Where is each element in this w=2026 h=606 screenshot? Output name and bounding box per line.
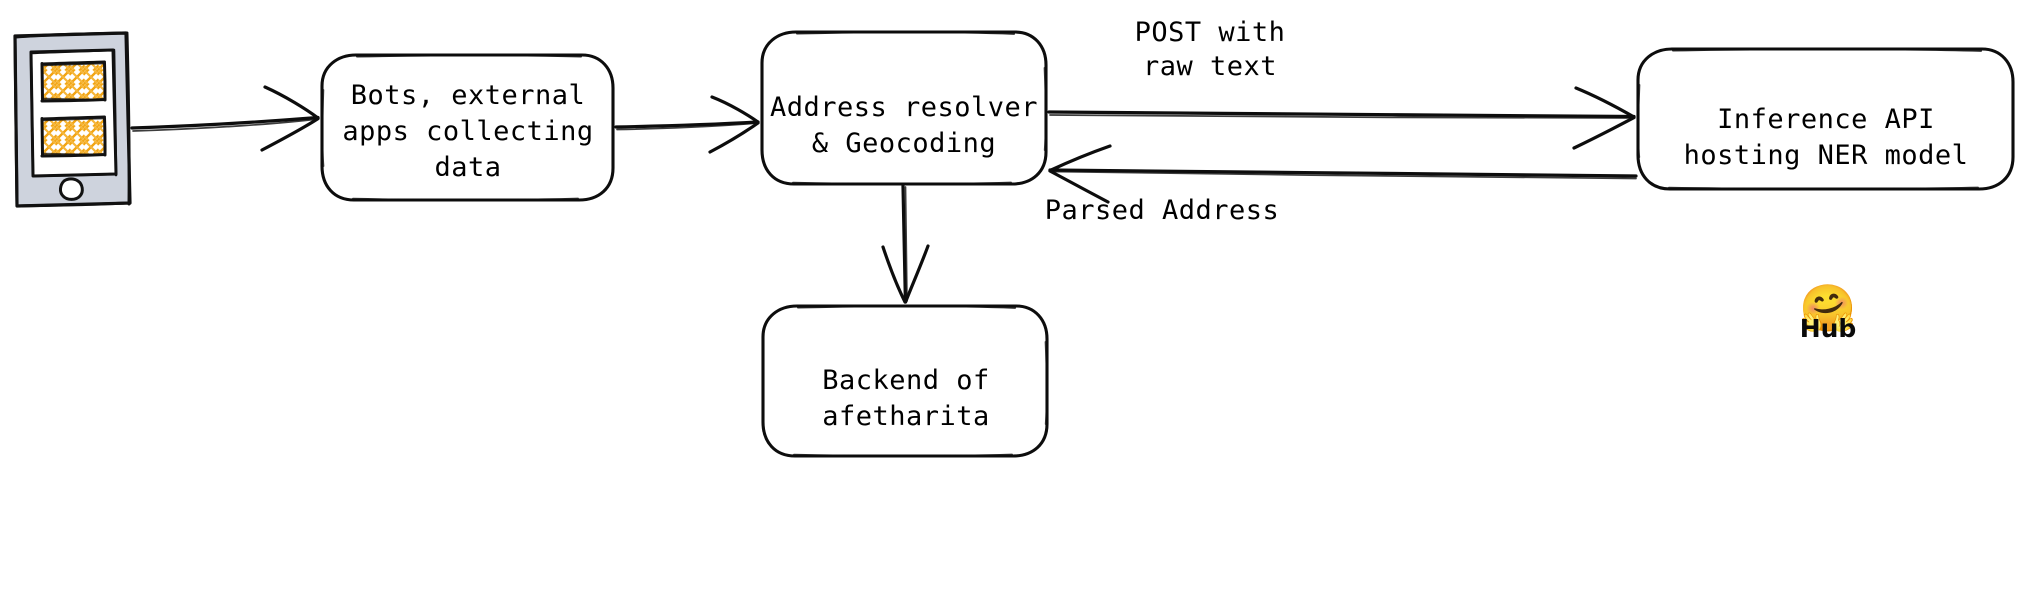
edge-bots-to-resolver bbox=[614, 95, 760, 154]
edge-inference-to-resolver bbox=[1048, 144, 1638, 204]
huggingface-hub-badge: 🤗 Hub bbox=[1768, 285, 1888, 375]
node-bots-external-apps-shape[interactable] bbox=[320, 53, 615, 202]
node-backend-afetharita-shape[interactable] bbox=[761, 304, 1049, 458]
hugging-face-emoji-icon: 🤗 bbox=[1799, 281, 1857, 335]
node-inference-api-shape[interactable] bbox=[1636, 47, 2015, 191]
edge-device-to-bots bbox=[130, 85, 320, 152]
edge-resolver-to-inference bbox=[1047, 86, 1636, 150]
node-address-resolver-shape[interactable] bbox=[760, 30, 1048, 186]
mobile-device-icon bbox=[13, 31, 132, 208]
edge-resolver-to-backend bbox=[881, 184, 930, 304]
hub-badge-label: Hub bbox=[1799, 314, 1857, 343]
